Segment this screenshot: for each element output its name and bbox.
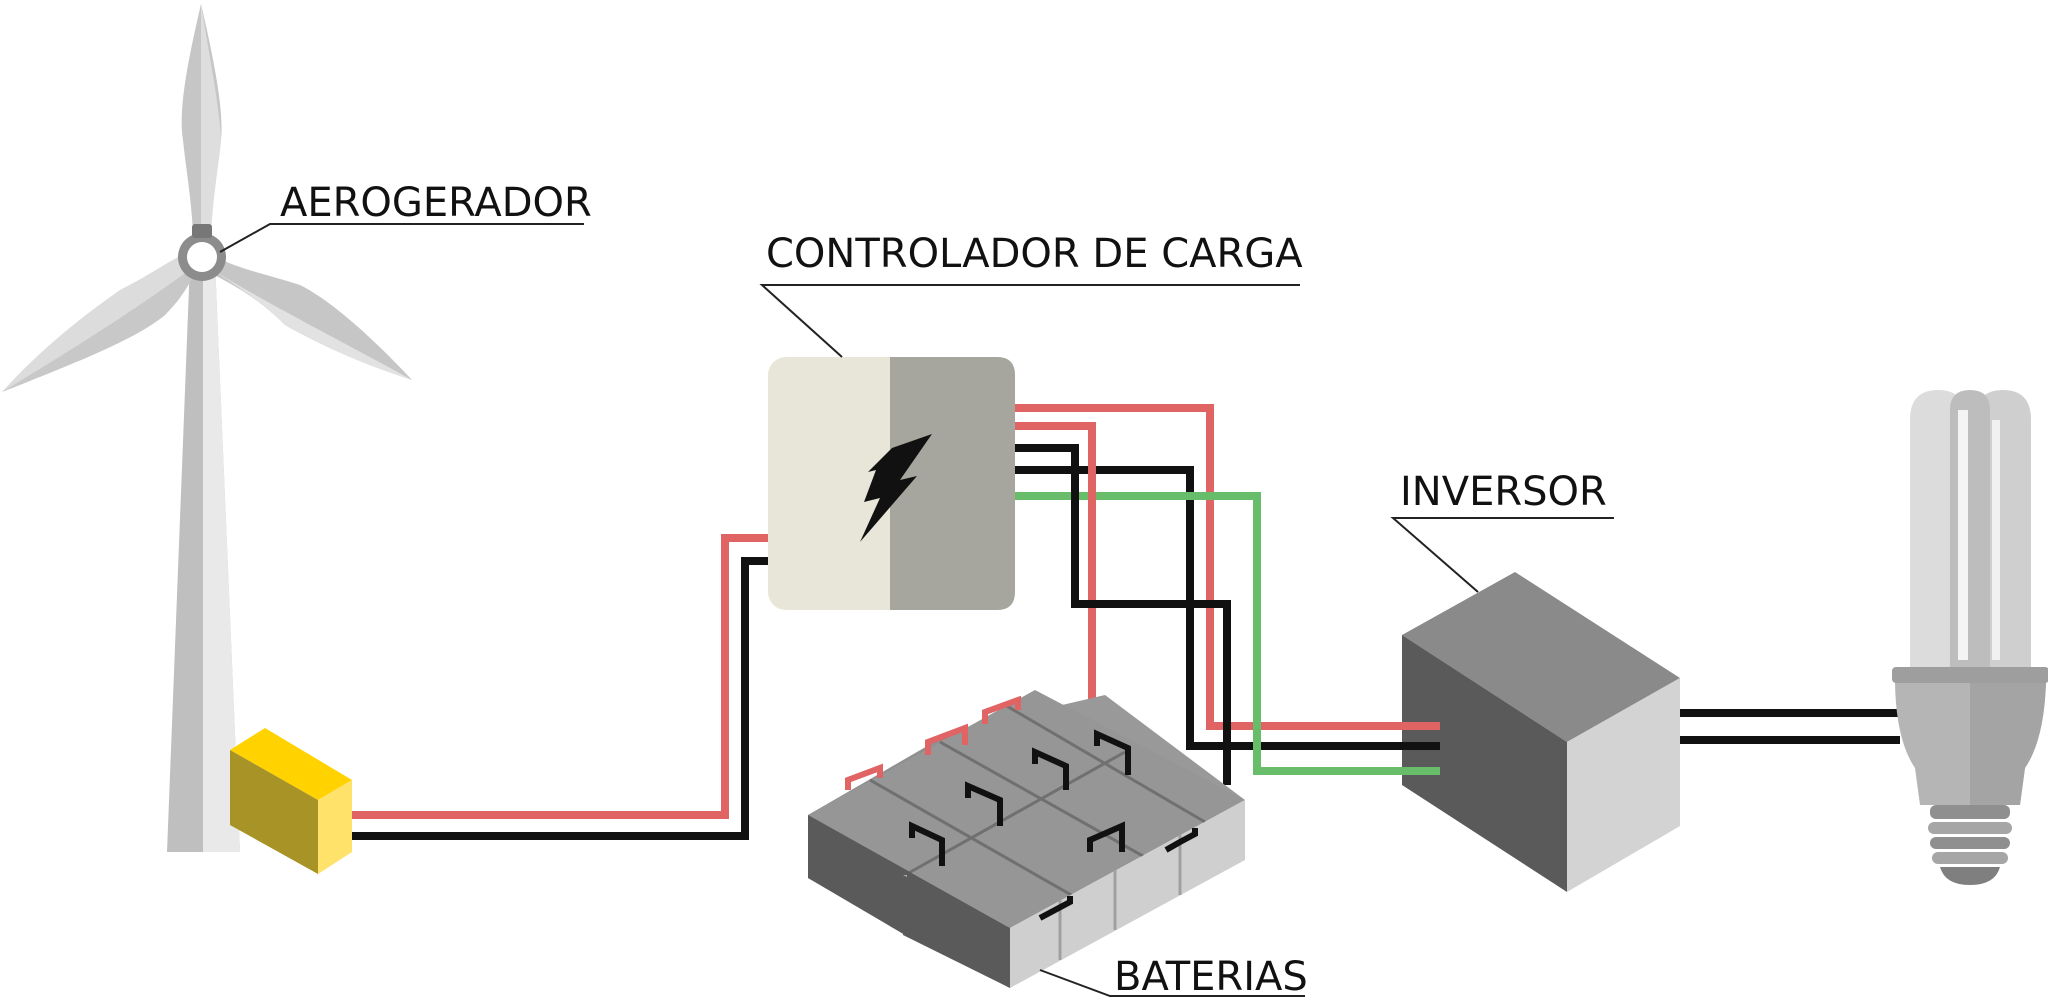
- charge-controller-icon: [768, 357, 1015, 610]
- lightning-bolt-icon: [860, 434, 932, 542]
- wires: [350, 404, 1900, 840]
- wire-controller-inverter-ac: [1015, 492, 1440, 775]
- wire-generator-negative: [350, 557, 768, 840]
- cfl-lamp-icon: [1892, 390, 2048, 885]
- callout-inversor: [1390, 517, 1614, 593]
- inverter-terminals: [1402, 722, 1440, 775]
- callout-controlador: [759, 284, 1300, 358]
- label-aerogerador: AEROGERADOR: [280, 180, 592, 226]
- wire-generator-positive: [350, 534, 768, 819]
- label-baterias: BATERIAS: [1114, 954, 1308, 1000]
- inverter-box-icon: [1402, 572, 1680, 892]
- wire-controller-inverter-positive: [1015, 404, 1440, 730]
- battery-bank-icon: [808, 690, 1245, 988]
- wind-turbine-icon: [2, 4, 412, 852]
- wire-controller-battery-positive: [1015, 422, 1096, 705]
- label-inversor: INVERSOR: [1400, 469, 1607, 515]
- callout-lines: [219, 223, 1614, 997]
- callout-aerogerador: [219, 223, 584, 253]
- wire-controller-battery-negative: [1015, 444, 1231, 785]
- label-controlador-de-carga: CONTROLADOR DE CARGA: [766, 231, 1303, 277]
- callout-baterias: [1039, 969, 1305, 997]
- generator-box-icon: [230, 728, 352, 874]
